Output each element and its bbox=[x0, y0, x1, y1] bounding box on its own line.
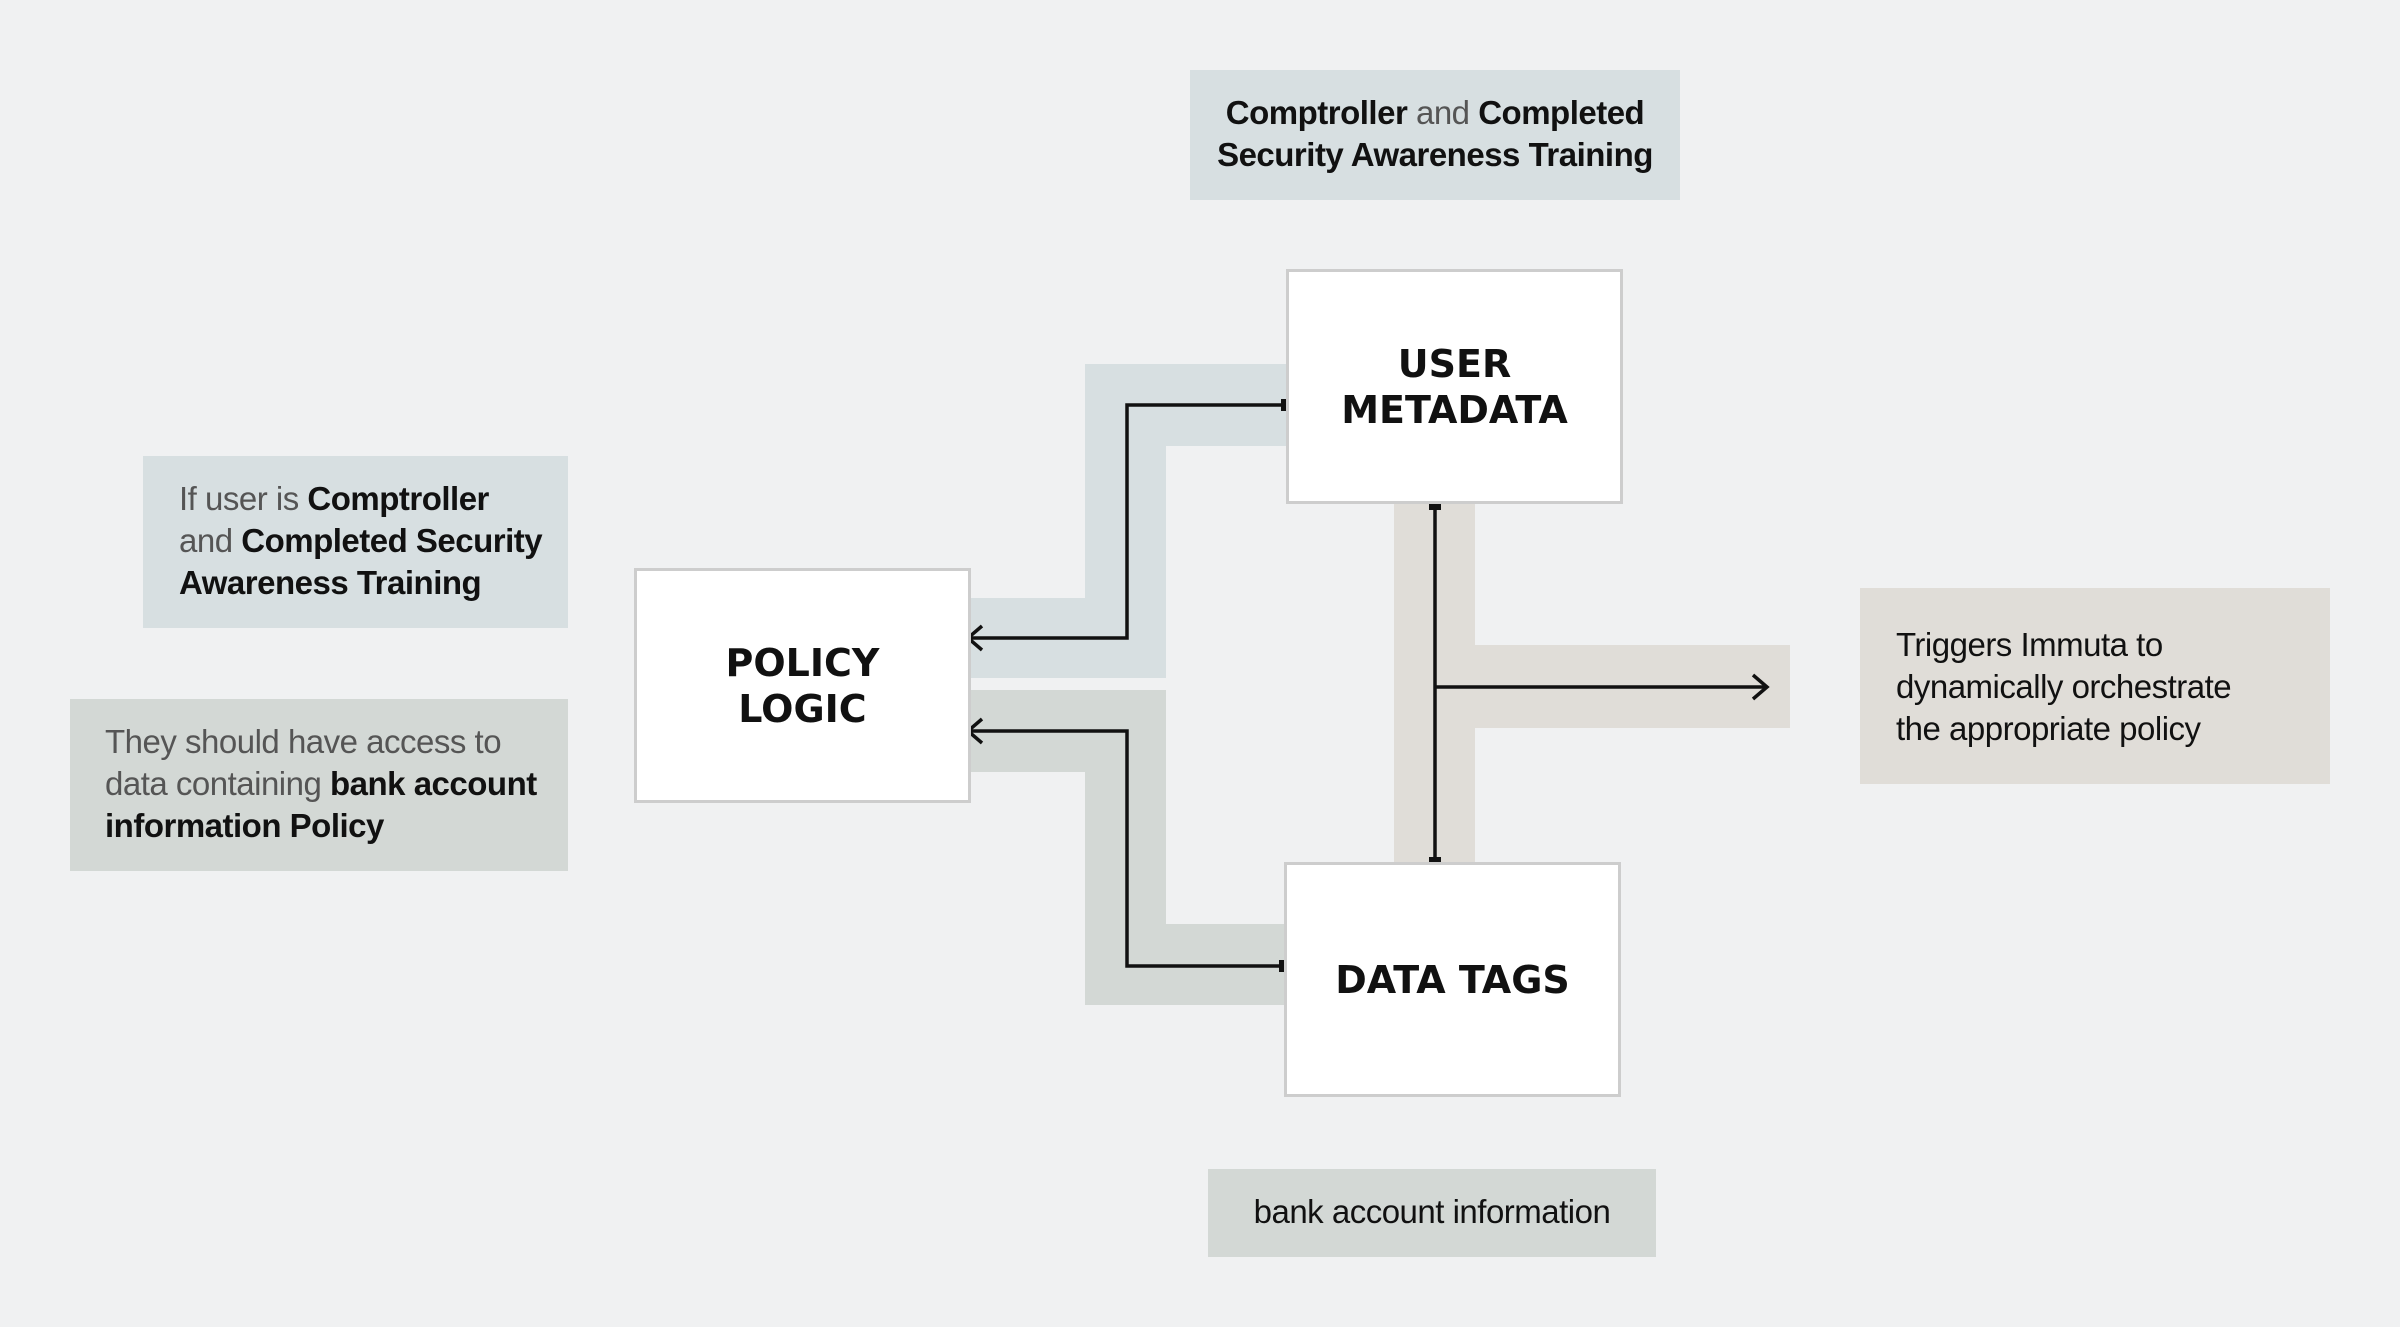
callout-top-part2: and bbox=[1407, 94, 1479, 131]
arrowhead-right bbox=[1751, 673, 1770, 701]
callout-access-part4: information Policy bbox=[105, 807, 384, 844]
policy-logic-node: POLICY LOGIC bbox=[634, 568, 971, 803]
callout-access-part1: They should have access to bbox=[105, 723, 502, 760]
policy-logic-line2: LOGIC bbox=[738, 686, 867, 731]
callout-top-part1: Comptroller bbox=[1225, 94, 1408, 131]
callout-triggers-line1: Triggers Immuta to bbox=[1896, 626, 2163, 663]
callout-access: They should have access to data containi… bbox=[70, 699, 568, 871]
user-metadata-line2: METADATA bbox=[1341, 387, 1568, 432]
callout-if-user-part5: Awareness Training bbox=[179, 564, 482, 601]
callout-if-user-part4: Completed Security bbox=[241, 522, 543, 559]
callout-top-part4: Security Awareness Training bbox=[1217, 136, 1653, 173]
user-metadata-node: USER METADATA bbox=[1286, 269, 1623, 504]
callout-access-part2: data containing bbox=[105, 765, 331, 802]
callout-triggers: Triggers Immuta to dynamically orchestra… bbox=[1860, 588, 2330, 784]
callout-triggers-line2: dynamically orchestrate bbox=[1896, 668, 2232, 705]
policy-logic-line1: POLICY bbox=[725, 640, 880, 685]
callout-access-part3: bank account bbox=[330, 765, 537, 802]
callout-if-user-part2: Comptroller bbox=[307, 480, 489, 517]
callout-top-part3: Completed bbox=[1478, 94, 1645, 131]
tags-to-policy-line bbox=[970, 729, 1285, 968]
callout-if-user: If user is Comptroller and Completed Sec… bbox=[143, 456, 568, 628]
user-metadata-line1: USER bbox=[1397, 341, 1512, 386]
callout-triggers-line3: the appropriate policy bbox=[1896, 710, 2201, 747]
data-tags-node: DATA TAGS bbox=[1284, 862, 1621, 1097]
callout-bottom-text: bank account information bbox=[1253, 1193, 1611, 1230]
callout-top: Comptroller and Completed Security Aware… bbox=[1190, 70, 1680, 200]
data-tags-line1: DATA TAGS bbox=[1335, 957, 1570, 1002]
user-to-policy-line bbox=[970, 403, 1287, 640]
callout-if-user-part3: and bbox=[179, 522, 242, 559]
callout-if-user-part1: If user is bbox=[179, 480, 308, 517]
callout-bottom: bank account information bbox=[1208, 1169, 1656, 1257]
metadata-tags-band bbox=[1394, 502, 1790, 862]
